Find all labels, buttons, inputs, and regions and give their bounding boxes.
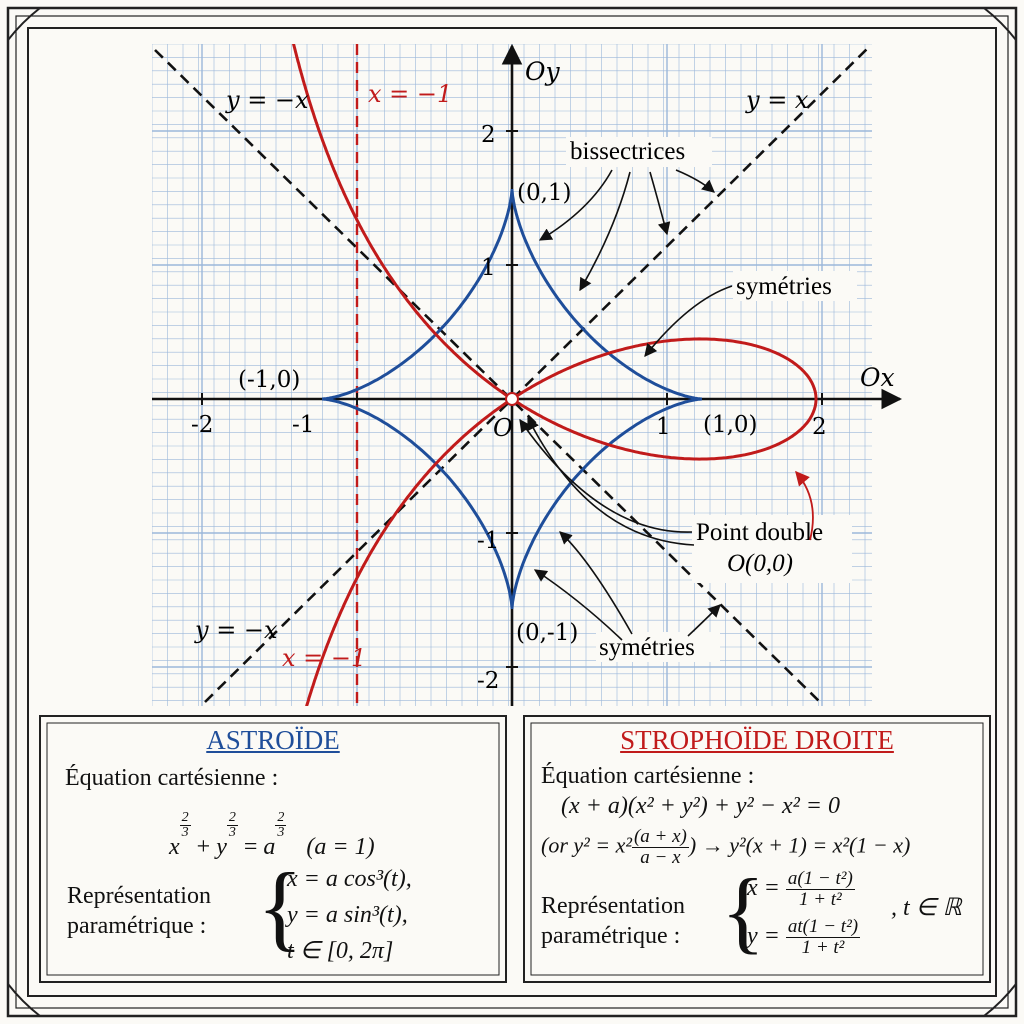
- brace-icon: {: [257, 853, 304, 960]
- strophoid-eq-alt-prefix: (or y² = x²: [541, 832, 632, 858]
- annotation-double-point: Point double: [696, 519, 823, 546]
- annotation-double-point-coords: O(0,0): [727, 550, 793, 577]
- x-axis-name: Ox: [860, 363, 895, 392]
- bisector-label-y-eq-x: y = x: [745, 86, 809, 114]
- x-tick-label: -2: [191, 412, 213, 438]
- astroid-curve: [322, 189, 702, 609]
- annotation-bg: [566, 137, 712, 167]
- annotation-bg: [596, 632, 720, 662]
- y-axis-name: Oy: [525, 57, 560, 86]
- astroid-eq-x: x: [169, 834, 180, 860]
- x-tick-label: 1: [656, 414, 671, 440]
- strophoid-param-domain: , t ∈ ℝ: [891, 895, 962, 921]
- astroid-param-label: paramétrique :: [67, 913, 207, 939]
- x-tick-label: -1: [292, 412, 314, 438]
- y-tick-label: 1: [481, 255, 496, 281]
- strophoid-eq-alt-suffix: ) → y²(x + 1) = x²(1 − x): [688, 832, 911, 858]
- strophoid-param-label: paramétrique :: [541, 923, 681, 949]
- y-tick-label: -1: [477, 528, 499, 554]
- strophoid-curve: [292, 44, 818, 706]
- annotation-symetries: symétries: [736, 273, 832, 300]
- origin-label: O: [493, 414, 513, 442]
- point-label-top: (0,1): [517, 180, 572, 206]
- strophoid-eq-alt: (or y² = x²(a + x)a − x) → y²(x + 1) = x…: [541, 827, 910, 868]
- annotation-bg: [733, 271, 857, 301]
- asymptote-label: x = −1: [282, 644, 366, 672]
- astroid-eq-heading: Équation cartésienne :: [65, 765, 279, 791]
- astroid-eq-a: a: [263, 834, 276, 860]
- strophoid-panel: STROPHOÏDE DROITE Équation cartésienne :…: [531, 723, 983, 975]
- guide-lines: [154, 44, 871, 706]
- double-point-marker: [505, 392, 519, 406]
- decorative-frame: [6, 6, 1018, 1018]
- bisector-y-eq-x: [204, 45, 871, 703]
- astroid-eq-note: (a = 1): [306, 834, 375, 860]
- axes: [152, 43, 903, 706]
- bisector-label-y-eq-neg-x: y = −x: [194, 616, 278, 644]
- strophoid-param-y: y = at(1 − t²)1 + t²: [747, 916, 861, 958]
- point-label-bottom: (0,-1): [516, 620, 578, 646]
- annotation-arrows: [519, 169, 733, 641]
- astroid-param-t: t ∈ [0, 2π]: [287, 938, 394, 964]
- astroid-eq-y: y: [216, 834, 227, 860]
- brace-icon: {: [721, 860, 766, 962]
- strophoid-param-x: x = a(1 − t²)1 + t²: [747, 868, 855, 910]
- astroid-param-y: y = a sin³(t),: [287, 902, 408, 928]
- double-point-arrow: [795, 470, 814, 541]
- strophoid-param-label: Représentation: [541, 893, 685, 919]
- astroid-param-label: Représentation: [67, 883, 211, 909]
- strophoid-title: STROPHOÏDE DROITE: [620, 725, 894, 755]
- bisector-label-y-eq-neg-x: y = −x: [225, 86, 309, 114]
- point-label-left: (-1,0): [238, 367, 300, 393]
- y-tick-label: 2: [481, 122, 496, 148]
- astroid-title: ASTROÏDE: [206, 725, 340, 755]
- asymptote-label: x = −1: [368, 80, 452, 108]
- annotation-bg: [692, 515, 852, 583]
- point-label-right: (1,0): [703, 412, 758, 438]
- panel-frames: [39, 715, 991, 983]
- astroid-param-x: x = a cos³(t),: [287, 866, 412, 892]
- annotation-bissectrices: bissectrices: [570, 138, 685, 165]
- x-tick-label: 2: [812, 414, 827, 440]
- bisector-y-eq-neg-x: [154, 49, 823, 705]
- strophoid-eq-heading: Équation cartésienne :: [541, 763, 755, 789]
- strophoid-equation: (x + a)(x² + y²) + y² − x² = 0: [561, 793, 840, 819]
- graph-grid: [152, 44, 872, 706]
- strophoid-eq-alt-fraction: (a + x)a − x: [631, 826, 689, 868]
- annotation-symetries: symétries: [599, 634, 695, 661]
- y-tick-label: -2: [477, 668, 499, 694]
